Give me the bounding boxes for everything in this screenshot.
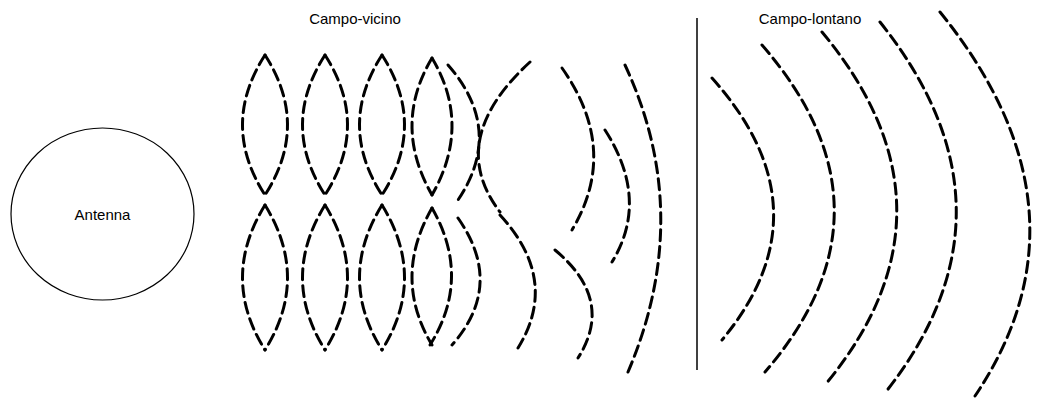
wave-arc [303,205,326,350]
wave-arc [432,58,452,195]
wave-arc [625,65,661,372]
wave-arc [243,55,266,195]
wave-arc [325,55,348,195]
wave-arc [265,205,288,350]
wave-arc [382,205,405,350]
wave-arc [448,65,479,200]
wave-arc [360,55,383,195]
wave-arc [762,45,834,372]
wave-arc [940,12,1030,396]
wave-arc [555,250,592,358]
wave-arc [382,55,405,195]
wave-arc [360,205,383,350]
wave-arc [265,55,288,195]
wave-arc [303,55,326,195]
wave-arc [452,218,480,345]
wave-arc [605,130,629,262]
wave-arc [243,205,266,350]
wave-arc [478,62,530,212]
region-label: Campo-lontano [757,10,864,27]
wave-arc [562,68,594,230]
wave-arc [412,58,432,195]
region-label: Campo-vicino [307,10,403,27]
wave-arc [880,22,956,393]
wave-arc [412,208,432,345]
node-label: Antenna [67,202,139,227]
wave-arc [325,205,348,350]
wave-arc [712,78,774,340]
wave-arc [822,32,897,385]
wave-arc [500,215,535,348]
ellipse-outline [11,128,194,300]
antenna-ellipse: Antenna [10,127,195,301]
wave-arc [430,208,452,345]
field-boundary [696,18,698,370]
